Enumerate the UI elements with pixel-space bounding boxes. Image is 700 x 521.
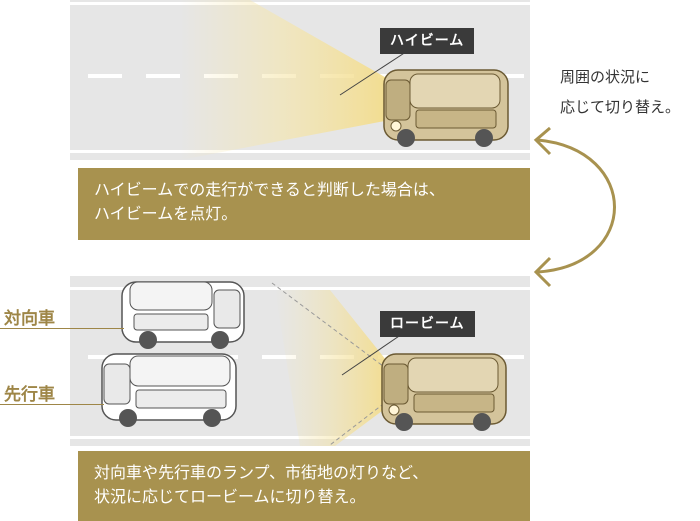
oncoming-vehicle-label: 対向車 [4,309,55,329]
road-edge-top [70,287,530,290]
switch-arrow-icon [533,126,616,288]
caption-line: ハイビームを点灯。 [94,204,238,223]
caption-line: 対向車や先行車のランプ、市街地の灯りなど、 [94,463,429,482]
oncoming-car-icon [121,281,245,349]
road-edge-bottom [70,150,530,153]
road-edge-top [70,2,530,5]
preceding-car-icon [101,353,237,427]
switch-note-line: 応じて切り替え。 [560,98,681,116]
switch-note: 周囲の状況に 応じて切り替え。 [560,62,680,122]
low-beam-caption: 対向車や先行車のランプ、市街地の灯りなど、 状況に応じてロービームに切り替え。 [78,451,530,521]
caption-line: ハイビームでの走行ができると判断した場合は、 [94,180,445,199]
tag-pointer-line [339,47,413,96]
high-beam-cone [180,0,390,160]
high-beam-tag: ハイビーム [380,28,475,54]
low-beam-cone [275,290,390,446]
low-beam-tag: ロービーム [380,311,475,337]
preceding-vehicle-label: 先行車 [4,385,55,405]
own-car-icon [381,353,507,431]
label-rule [0,404,104,405]
caption-line: 状況に応じてロービームに切り替え。 [94,487,366,506]
high-beam-caption: ハイビームでの走行ができると判断した場合は、 ハイビームを点灯。 [78,168,530,240]
switch-note-line: 周囲の状況に [560,68,651,86]
tag-pointer-line [341,329,409,376]
own-car-icon [383,69,509,147]
label-rule [0,328,124,329]
low-beam-cutoff-line [271,282,396,376]
